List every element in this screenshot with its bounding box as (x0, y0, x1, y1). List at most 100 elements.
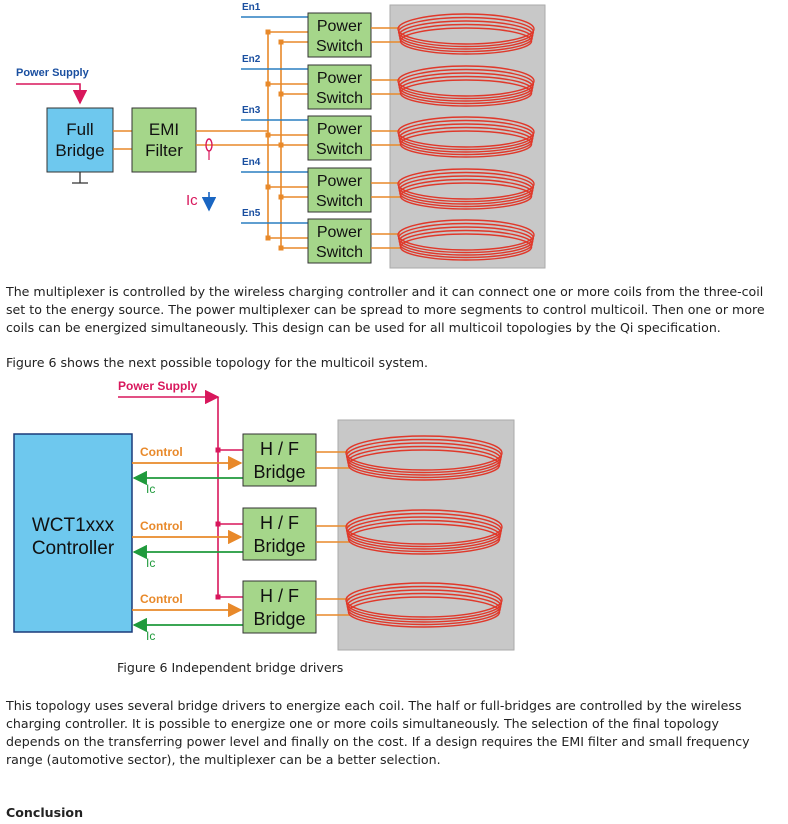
paragraph-figure6-intro: Figure 6 shows the next possible topolog… (6, 355, 429, 370)
coil-turn (398, 72, 534, 102)
coil-turn (397, 13, 535, 45)
switch-label-line1: Power (317, 70, 363, 87)
control-label-1: Control (140, 445, 183, 459)
switch-label-line1: Power (317, 18, 363, 35)
bridge-label-line1: H / F (260, 586, 299, 606)
junction-dot (265, 235, 271, 241)
bridge-label-line2: Bridge (253, 462, 305, 482)
power-supply-line (16, 83, 88, 105)
coil-turn (345, 582, 503, 618)
coil-5 (397, 219, 535, 261)
ic-label-1: Ic (146, 482, 155, 496)
coil-turn (347, 523, 501, 555)
bridge-box (242, 507, 317, 561)
coil-turn (347, 596, 501, 628)
junction-dot (265, 29, 271, 35)
switch-label-line1: Power (317, 121, 363, 138)
controller-label-2: Controller (32, 538, 115, 559)
enable-label-1: En1 (242, 2, 261, 13)
coil-turn (397, 119, 535, 151)
power-supply-label-2: Power Supply (118, 379, 198, 393)
junction-dot (278, 91, 284, 97)
coil-turn (399, 229, 533, 259)
coil-1 (397, 13, 535, 55)
coil-turn (397, 168, 535, 200)
coil-turn (399, 79, 533, 107)
coil-turn (399, 27, 533, 55)
coil-turn (399, 178, 533, 208)
junction-dot (215, 447, 221, 453)
bridge-label-line2: Bridge (253, 609, 305, 629)
coil-turn (345, 509, 503, 545)
coil-turn (399, 23, 533, 53)
switch-box (307, 64, 372, 110)
bridge-label-line1: H / F (260, 513, 299, 533)
coil-turn (398, 20, 534, 50)
controller-label-1: WCT1xxx (32, 515, 115, 536)
enable-label-4: En4 (242, 157, 261, 168)
paragraph-topology: This topology uses several bridge driver… (6, 698, 750, 767)
switch-box (307, 218, 372, 264)
full-bridge-box (46, 107, 114, 173)
coil-turn (347, 519, 501, 553)
enable-label-3: En3 (242, 105, 261, 116)
full-bridge-label-1: Full (66, 120, 93, 139)
coil-turn (345, 435, 503, 471)
multiplexer-diagram: Power Supply Full Bridge EMI Filter Ic E… (16, 2, 546, 269)
coil-turn (346, 589, 502, 623)
bridge-label-line1: H / F (260, 439, 299, 459)
coil-turn (397, 116, 535, 148)
coil-turn (397, 219, 535, 251)
ground-symbol (72, 172, 88, 184)
coil-turn (346, 516, 502, 550)
junction-dot (265, 81, 271, 87)
coil-b3 (345, 582, 503, 628)
emi-filter-label-1: EMI (149, 120, 179, 139)
coil-turn (398, 123, 534, 153)
ic-label-3: Ic (146, 629, 155, 643)
coil-turn (399, 182, 533, 210)
coil-turn (345, 512, 503, 548)
coil-turn (399, 75, 533, 105)
coil-turn (397, 16, 535, 48)
switch-label-line1: Power (317, 173, 363, 190)
ic-label-2: Ic (146, 556, 155, 570)
enable-label-2: En2 (242, 54, 261, 65)
conclusion-heading: Conclusion (6, 805, 84, 820)
junction-dot (265, 132, 271, 138)
switch-label-line2: Switch (316, 141, 363, 158)
coil-turn (399, 126, 533, 156)
coil-turn (397, 65, 535, 97)
coil-turn (398, 226, 534, 256)
enable-label-5: En5 (242, 208, 261, 219)
full-bridge-label-2: Bridge (55, 141, 104, 160)
junction-dot (215, 594, 221, 600)
junction-dot (265, 184, 271, 190)
coil-turn (399, 233, 533, 261)
coil-turn (399, 130, 533, 158)
coil-b1 (345, 435, 503, 481)
bridge-box (242, 580, 317, 634)
switch-label-line1: Power (317, 224, 363, 241)
junction-dot (278, 39, 284, 45)
coil-turn (347, 592, 501, 626)
coil-turn (397, 171, 535, 203)
emi-filter-label-2: Filter (145, 141, 183, 160)
bridge-drivers-diagram: Power Supply WCT1xxx Controller ControlI… (13, 379, 515, 651)
switch-box (307, 167, 372, 213)
power-supply-label: Power Supply (16, 67, 90, 79)
junction-dot (278, 194, 284, 200)
figure-caption: Figure 6 Independent bridge drivers (117, 660, 344, 675)
paragraph-multiplexer: The multiplexer is controlled by the wir… (6, 284, 765, 335)
switch-label-line2: Switch (316, 38, 363, 55)
coil-b2 (345, 509, 503, 555)
switch-label-line2: Switch (316, 90, 363, 107)
ic-label: Ic (186, 192, 198, 209)
